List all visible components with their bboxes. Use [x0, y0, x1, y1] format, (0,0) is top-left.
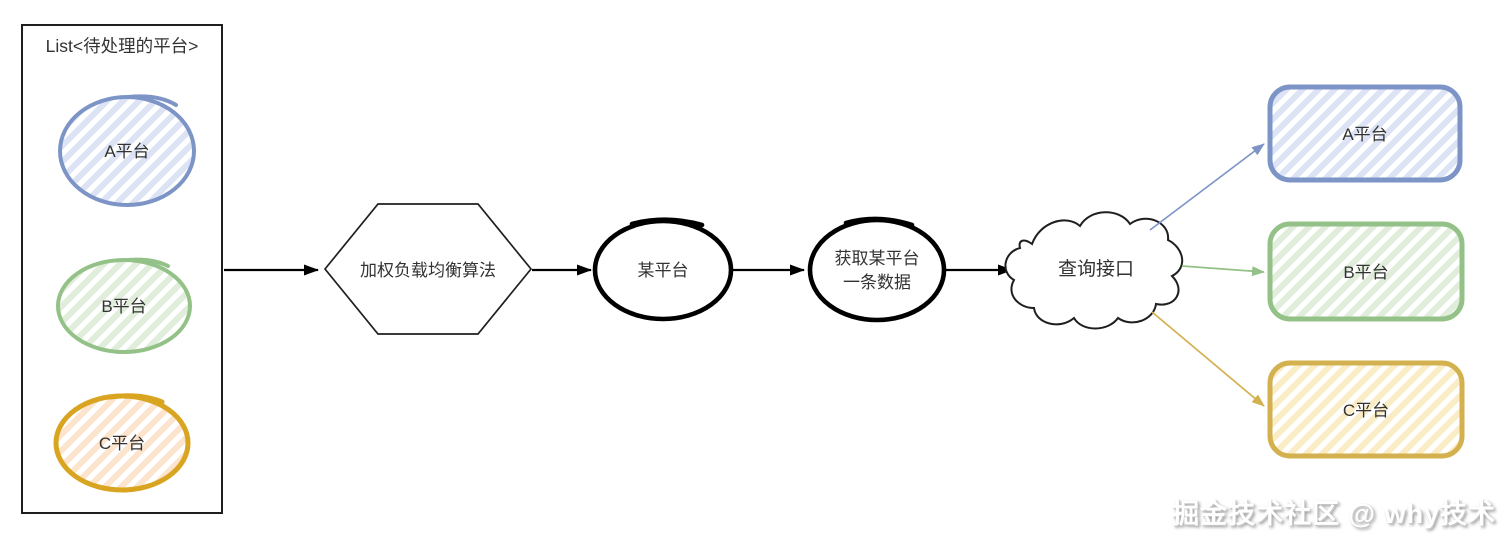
sketch-overlap-stroke — [126, 94, 178, 107]
pending-list-title: List<待处理的平台> — [46, 36, 199, 56]
platform-a-label: A平台 — [104, 142, 149, 161]
fetch-data-label-line2: 一条数据 — [843, 273, 911, 292]
fetch-data-label-line1: 获取某平台 — [835, 249, 920, 268]
platform-a-ellipse: A平台 — [58, 94, 196, 207]
platform-c-ellipse: C平台 — [53, 393, 191, 493]
query-interface-label: 查询接口 — [1058, 258, 1134, 280]
sketch-overlap-stroke — [629, 217, 705, 228]
sketch-overlap-stroke — [126, 257, 170, 268]
arrow-query-to-target-b — [1181, 265, 1265, 277]
platform-b-ellipse: B平台 — [56, 257, 192, 354]
target-b-rect: B平台 — [1267, 221, 1465, 322]
selected-platform-ellipse: 某平台 — [592, 217, 734, 322]
arrow-query-to-target-a — [1149, 143, 1265, 231]
target-a-rect: A平台 — [1267, 84, 1463, 183]
selected-platform-label: 某平台 — [638, 261, 689, 280]
sketch-overlap-stroke — [843, 216, 915, 228]
sketch-overlap-stroke — [107, 393, 165, 405]
target-b-label: B平台 — [1343, 263, 1388, 282]
algorithm-hexagon: 加权负载均衡算法 — [323, 203, 533, 335]
target-c-rect: C平台 — [1267, 360, 1465, 459]
algorithm-label: 加权负载均衡算法 — [360, 261, 496, 280]
watermark: 掘金技术社区 @ why技术 — [1172, 499, 1496, 529]
target-a-label: A平台 — [1342, 125, 1387, 144]
query-interface-cloud: 查询接口 — [1004, 211, 1183, 330]
arrow-query-to-target-c — [1151, 311, 1265, 407]
target-c-label: C平台 — [1343, 401, 1389, 420]
fetch-data-ellipse: 获取某平台 一条数据 — [807, 216, 947, 323]
platform-b-label: B平台 — [101, 297, 146, 316]
platform-c-label: C平台 — [99, 434, 145, 453]
